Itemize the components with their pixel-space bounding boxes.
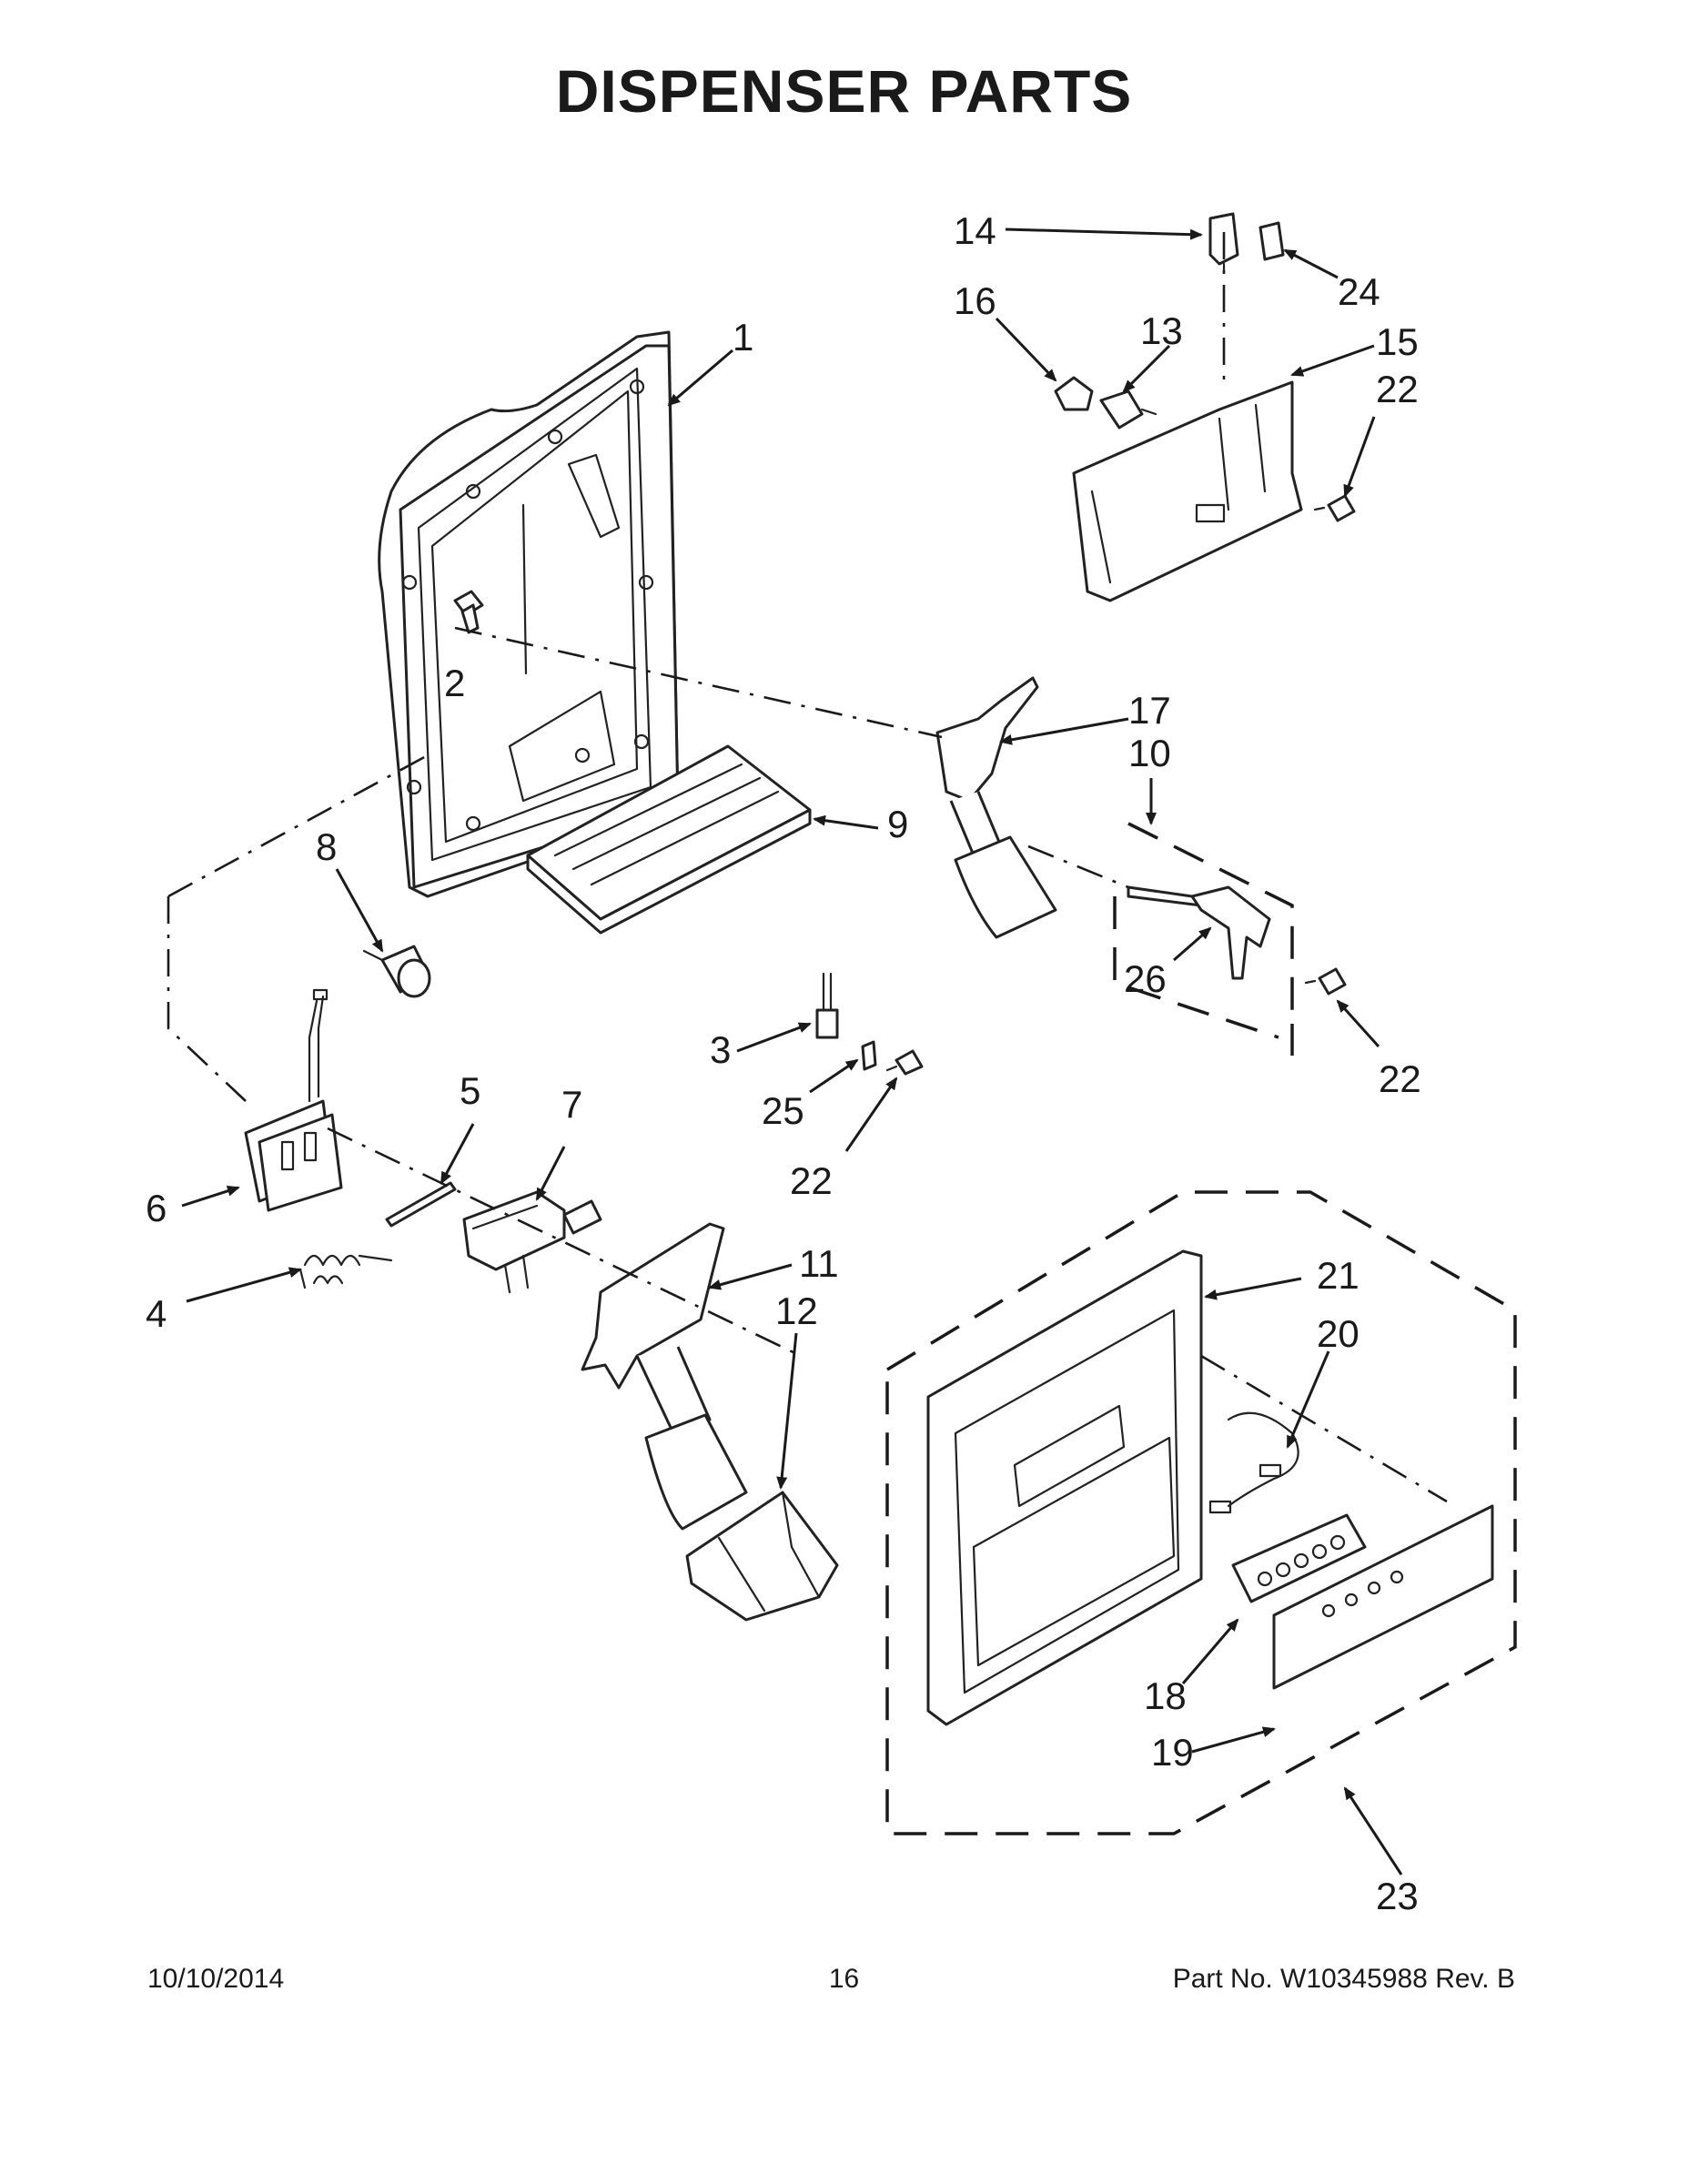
part-9-drip-tray — [526, 744, 812, 935]
callout-leaders — [181, 228, 1403, 1876]
callout-23: 23 — [1376, 1875, 1419, 1917]
callout-16: 16 — [954, 279, 996, 322]
callout-7: 7 — [561, 1083, 582, 1126]
callout-labels: 1 2 3 4 5 6 7 8 9 10 11 12 13 14 15 16 1… — [146, 209, 1421, 1917]
part-21-dispenser-cover — [926, 1249, 1203, 1726]
callout-10: 10 — [1128, 732, 1171, 774]
callout-5: 5 — [460, 1069, 480, 1112]
part-24-pad — [1258, 221, 1285, 261]
callout-13: 13 — [1140, 309, 1183, 352]
page-title: DISPENSER PARTS — [555, 57, 1133, 125]
alignment-lines — [167, 232, 1448, 1503]
part-4-spring — [298, 1254, 393, 1289]
part-13-valve — [1099, 389, 1157, 430]
callout-9: 9 — [887, 803, 908, 845]
callout-15: 15 — [1376, 320, 1419, 363]
callout-17: 17 — [1128, 689, 1171, 732]
callout-25: 25 — [762, 1089, 804, 1132]
part-20-wire-harness — [1208, 1411, 1299, 1514]
part-15-bracket — [1072, 380, 1303, 602]
callout-1: 1 — [733, 316, 753, 359]
callout-4: 4 — [146, 1292, 167, 1335]
part-12-ice-chute — [685, 1491, 839, 1622]
callout-24: 24 — [1338, 270, 1380, 313]
part-22-screw-right — [1304, 967, 1347, 996]
part-18-control-board — [1231, 1513, 1367, 1603]
callout-3: 3 — [710, 1028, 731, 1071]
callout-2: 2 — [444, 662, 465, 704]
part-2-screw — [453, 590, 484, 634]
part-23-panel-assembly — [885, 1190, 1517, 1835]
footer-date: 10/10/2014 — [147, 1964, 285, 1994]
part-16-nozzle — [1054, 376, 1094, 411]
callout-22-center: 22 — [790, 1159, 833, 1202]
part-22-screw-center — [885, 1049, 924, 1076]
part-22-screw-top — [1313, 494, 1356, 522]
part-19-overlay — [1272, 1504, 1494, 1690]
callout-14: 14 — [954, 209, 996, 252]
callout-22-top: 22 — [1376, 368, 1419, 410]
callout-6: 6 — [146, 1187, 167, 1229]
part-11-ice-lever — [581, 1222, 748, 1531]
part-8-plunger — [362, 945, 431, 998]
part-10-switch-assembly — [1113, 822, 1294, 1056]
part-5-pin — [385, 1181, 457, 1228]
part-6-solenoid — [244, 988, 343, 1212]
callout-26: 26 — [1124, 957, 1167, 1000]
callout-8: 8 — [316, 825, 337, 868]
callout-20: 20 — [1317, 1312, 1359, 1355]
part-17-water-lever — [935, 676, 1057, 939]
part-3-switch — [815, 972, 839, 1039]
callout-12: 12 — [775, 1289, 818, 1332]
callout-11: 11 — [799, 1242, 839, 1285]
footer-part-number: Part No. W10345988 Rev. B — [1172, 1964, 1515, 1994]
footer-page-number: 16 — [828, 1964, 860, 1994]
part-1-housing — [378, 330, 680, 898]
callout-18: 18 — [1144, 1674, 1187, 1717]
part-7-actuator — [462, 1190, 602, 1294]
callout-19: 19 — [1151, 1731, 1194, 1774]
callout-22-right: 22 — [1379, 1057, 1421, 1100]
callout-21: 21 — [1317, 1254, 1359, 1297]
part-25-gasket — [861, 1040, 877, 1071]
